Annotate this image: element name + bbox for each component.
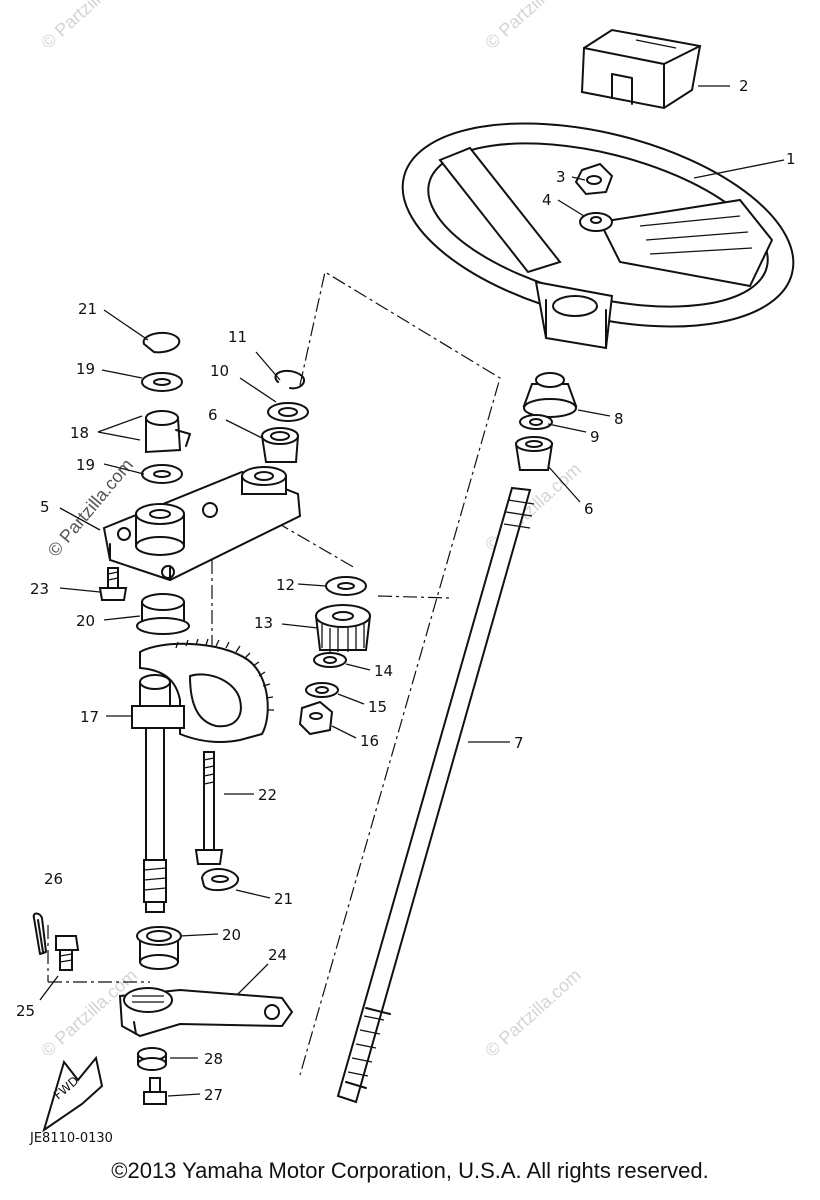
part-label-14: 14	[374, 662, 393, 680]
part-label-23: 23	[30, 580, 49, 598]
clip-21-lower-part	[200, 868, 239, 892]
part-label-2: 2	[739, 77, 749, 95]
part-label-5: 5	[40, 498, 50, 516]
part-label-9: 9	[590, 428, 600, 446]
leader-line	[225, 419, 263, 439]
leader-line	[103, 309, 149, 341]
bushing-20-upper-part	[136, 593, 190, 635]
part-label-8: 8	[614, 410, 624, 428]
part-label-7: 7	[514, 734, 524, 752]
leader-line	[235, 889, 271, 899]
cotter-pin-part	[32, 912, 47, 955]
part-label-15: 15	[368, 698, 387, 716]
leader-line	[547, 465, 581, 503]
part-label-1: 1	[786, 150, 796, 168]
part-label-28: 28	[204, 1050, 223, 1068]
leader-line	[59, 587, 101, 593]
leader-line	[237, 963, 269, 995]
pitman-arm-part	[118, 987, 294, 1038]
part-label-6: 6	[584, 500, 594, 518]
leader-line	[331, 725, 357, 739]
leader-line	[179, 933, 219, 937]
leader-line	[239, 377, 277, 403]
leader-line	[693, 159, 785, 179]
assembly-line	[275, 521, 356, 569]
assembly-line	[299, 271, 501, 1076]
bolt-25-part	[55, 935, 80, 971]
leader-line	[255, 351, 281, 381]
leader-line	[297, 583, 327, 587]
boot-washer-bushing-parts	[514, 372, 578, 471]
fwd-arrow: FWD	[42, 1055, 104, 1133]
part-label-19: 19	[76, 360, 95, 378]
leader-line	[167, 1093, 201, 1097]
washer-28-part	[137, 1047, 167, 1071]
part-label-13: 13	[254, 614, 273, 632]
part-label-25: 25	[16, 1002, 35, 1020]
watermark: © Partzilla.com	[481, 965, 585, 1061]
part-label-20: 20	[222, 926, 241, 944]
steering-shaft-part	[336, 486, 535, 1104]
part-label-20: 20	[76, 612, 95, 630]
part-label-22: 22	[258, 786, 277, 804]
leader-line	[345, 663, 371, 671]
part-label-6: 6	[208, 406, 218, 424]
part-label-21: 21	[274, 890, 293, 908]
sector-gear-shaft-part	[131, 638, 274, 913]
leader-line	[103, 463, 145, 475]
part-label-10: 10	[210, 362, 229, 380]
leader-line	[97, 415, 143, 441]
leader-lines	[39, 85, 785, 1097]
part-label-4: 4	[542, 191, 552, 209]
leader-line	[571, 176, 586, 181]
leader-line	[557, 199, 585, 217]
clip-washer-bushing-left-parts	[141, 331, 191, 484]
part-label-18: 18	[70, 424, 89, 442]
leader-line	[281, 623, 319, 629]
leader-line	[59, 507, 101, 531]
part-label-21: 21	[78, 300, 97, 318]
leader-line	[337, 693, 365, 705]
bracket-part	[102, 466, 302, 582]
cap-part	[580, 28, 702, 110]
clip-washer-bushing-parts	[260, 369, 309, 463]
part-label-26: 26	[44, 870, 63, 888]
assembly-line	[377, 595, 451, 599]
part-label-27: 27	[204, 1086, 223, 1104]
copyright-notice: ©2013 Yamaha Motor Corporation, U.S.A. A…	[111, 1158, 709, 1183]
part-label-24: 24	[268, 946, 287, 964]
leader-line	[577, 409, 611, 417]
leader-line	[103, 615, 141, 621]
part-label-11: 11	[228, 328, 247, 346]
steering-wheel-part	[401, 122, 795, 350]
part-label-3: 3	[556, 168, 566, 186]
pinion-stack-parts	[298, 576, 372, 736]
bolt-22-part	[194, 751, 224, 865]
leader-line	[101, 369, 143, 379]
part-label-19: 19	[76, 456, 95, 474]
watermark: © Partzilla.com	[481, 0, 585, 53]
part-label-17: 17	[80, 708, 99, 726]
bolt-23-part	[98, 567, 128, 601]
bushing-20-lower-part	[136, 926, 182, 970]
part-label-16: 16	[360, 732, 379, 750]
part-labels: 2 1 3 4 8 9 6 7 11 10 6 21 19 18 19 5 23…	[16, 77, 796, 1104]
part-label-12: 12	[276, 576, 295, 594]
leader-line	[547, 423, 587, 433]
leader-line	[39, 975, 59, 1001]
drawing-code: JE8110-0130	[29, 1131, 113, 1146]
watermark: © Partzilla.com	[37, 0, 141, 53]
bolt-27-part	[143, 1077, 167, 1105]
